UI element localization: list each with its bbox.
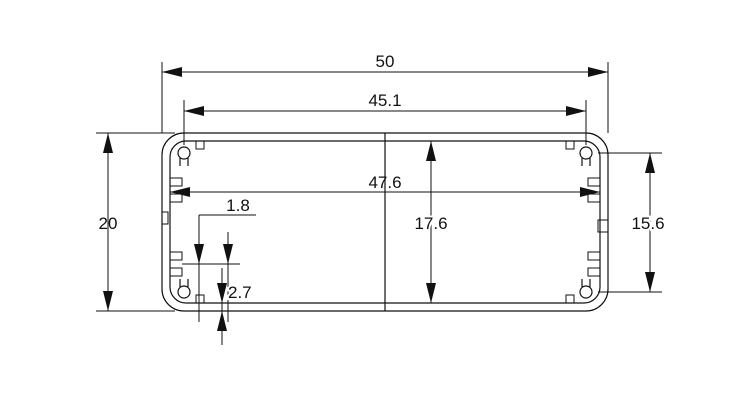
dimension-inner-height: 17.6: [412, 141, 450, 303]
label-overall-width: 50: [376, 52, 395, 71]
label-inner-height: 17.6: [414, 214, 447, 233]
left-side-grooves: [162, 177, 183, 277]
profile-outline: [161, 132, 609, 312]
label-side-slot-height: 15.6: [631, 214, 664, 233]
screw-boss-top-left: [177, 146, 191, 166]
mounting-slots: [162, 141, 608, 303]
label-inner-width: 47.6: [368, 173, 401, 192]
dimension-wall-thickness: 2.7: [196, 268, 254, 345]
dimension-inner-slot-span: 45.1: [183, 91, 587, 145]
dimension-side-slot-height: 15.6: [598, 152, 667, 293]
screw-boss-bottom-left: [177, 279, 191, 299]
screw-boss-top-right: [579, 146, 593, 166]
bottom-notches: [195, 294, 575, 303]
label-overall-height: 20: [99, 214, 118, 233]
top-notches: [195, 141, 575, 150]
dimension-wall-offset: 1.8: [182, 196, 256, 322]
dimension-overall-height: 20: [96, 132, 175, 312]
label-inner-slot-span: 45.1: [368, 91, 401, 110]
right-side-grooves: [587, 177, 608, 277]
label-wall-offset: 1.8: [226, 196, 250, 215]
dimension-inner-width: 47.6: [170, 173, 600, 197]
label-wall-thickness: 2.7: [228, 283, 252, 302]
dimension-overall-width: 50: [161, 52, 609, 133]
screw-boss-bottom-right: [579, 279, 593, 299]
